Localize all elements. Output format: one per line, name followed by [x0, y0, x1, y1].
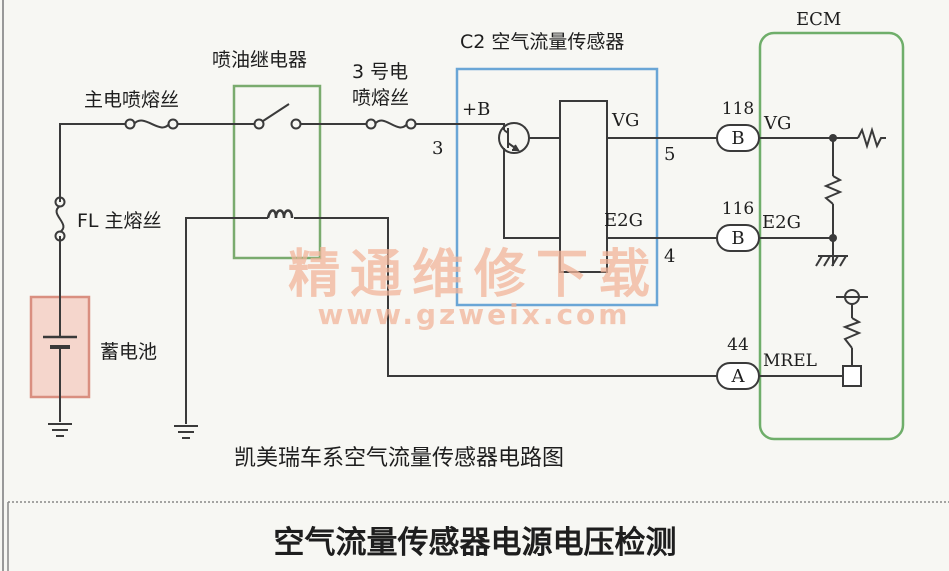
transistor-icon	[498, 122, 530, 154]
connector-44: A 44	[716, 335, 760, 390]
sensor-element	[559, 100, 608, 273]
connector-118: B 118	[716, 99, 760, 152]
ecm-label: ECM	[796, 9, 841, 30]
sensor-box	[455, 67, 659, 307]
connector-116: B 116	[716, 199, 760, 252]
relay-coil-icon	[266, 209, 294, 219]
fuse3-label-line1: 3 号电	[352, 61, 408, 83]
e2g-ecm-label: E2G	[762, 212, 801, 233]
resistor-icons	[823, 126, 886, 349]
watermark-url: www.gzweix.com	[318, 298, 631, 331]
ground-icon	[174, 425, 198, 439]
main-fuse-label: 主电喷熔丝	[84, 89, 179, 111]
vg-sensor-label: VG	[611, 110, 639, 131]
connector-pin: 118	[722, 99, 754, 119]
ground-icon	[48, 423, 72, 437]
injection-relay-label: 喷油继电器	[212, 49, 307, 71]
connector-letter: A	[731, 366, 746, 387]
mrel-driver-box	[842, 365, 862, 387]
battery-label: 蓄电池	[100, 341, 157, 363]
fl-fuse-label: FL 主熔丝	[77, 210, 162, 232]
fuse-icons	[54, 118, 417, 242]
footer-title: 空气流量传感器电源电压检测	[274, 525, 677, 561]
battery-symbol	[43, 297, 77, 397]
mrel-label: MREL	[763, 351, 817, 371]
pin-3-label: 3	[432, 138, 443, 159]
pin-5-label: 5	[664, 144, 675, 165]
pin-4-label: 4	[664, 246, 675, 267]
vg-ecm-label: VG	[763, 113, 791, 134]
plus-b-label: +B	[462, 99, 490, 120]
diagram-caption: 凯美瑞车系空气流量传感器电路图	[234, 446, 564, 471]
relay-box	[232, 84, 322, 260]
e2g-sensor-label: E2G	[604, 210, 643, 231]
watermark-title: 精通维修下载	[288, 245, 660, 305]
sensor-title: C2 空气流量传感器	[460, 31, 624, 53]
junction-dot	[829, 134, 837, 142]
connector-pin: 44	[727, 335, 749, 355]
connector-letter: B	[731, 228, 744, 249]
chassis-ground-icon	[815, 238, 848, 267]
connector-letter: B	[731, 128, 744, 149]
ecm-box	[758, 31, 905, 441]
fuse3-label-line2: 喷熔丝	[352, 87, 409, 109]
connector-pin: 116	[722, 199, 754, 219]
relay-switch-icon	[253, 103, 302, 130]
supply-icon	[836, 289, 868, 305]
